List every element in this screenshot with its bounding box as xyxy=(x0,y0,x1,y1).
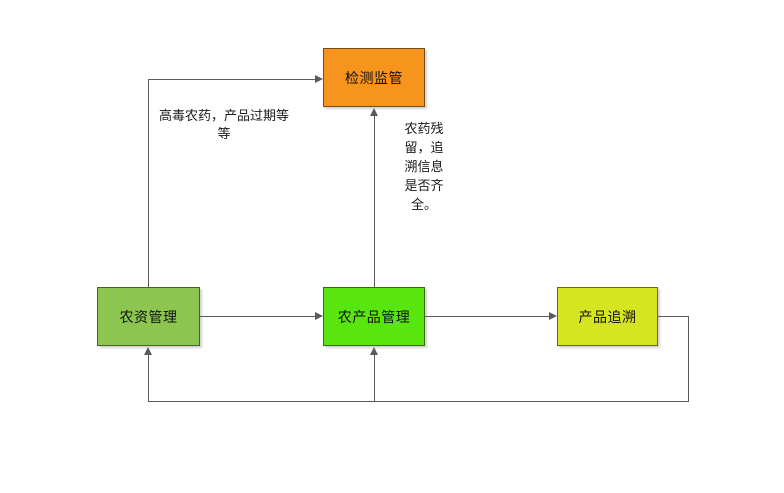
connector-products-to-detection xyxy=(374,115,375,287)
node-detection-supervision-label: 检测监管 xyxy=(345,69,403,86)
connector-loop-bottom-horizontal xyxy=(148,401,689,402)
node-agri-materials-management-label: 农资管理 xyxy=(119,308,178,325)
node-agri-materials-management: 农资管理 xyxy=(97,287,200,346)
arrowhead-into-materials-bottom xyxy=(144,347,152,355)
node-product-traceability-label: 产品追溯 xyxy=(578,308,637,325)
arrowhead-into-traceability-left xyxy=(549,312,557,320)
connector-materials-to-detection-horizontal xyxy=(148,79,316,80)
annotation-toxic-pesticides: 高毒农药，产品过期等等 xyxy=(158,108,289,141)
node-detection-supervision: 检测监管 xyxy=(323,48,425,107)
node-product-traceability: 产品追溯 xyxy=(557,287,658,346)
connector-traceability-exit-horizontal xyxy=(658,316,689,317)
arrowhead-into-products-left xyxy=(315,312,323,320)
arrowhead-into-detection-left xyxy=(315,75,323,83)
node-agri-products-management: 农产品管理 xyxy=(323,287,425,346)
annotation-pesticide-residue: 农药残留，追溯信息是否齐全。 xyxy=(404,121,444,212)
arrowhead-into-detection-bottom xyxy=(370,108,378,116)
connector-products-to-traceability xyxy=(425,316,550,317)
node-agri-products-management-label: 农产品管理 xyxy=(337,308,411,325)
connector-loop-right-vertical xyxy=(688,316,689,402)
arrowhead-into-products-bottom xyxy=(370,347,378,355)
connector-materials-to-detection-vertical xyxy=(148,79,149,287)
connector-loop-to-materials-vertical xyxy=(148,354,149,402)
connector-materials-to-products xyxy=(200,316,316,317)
connector-loop-to-products-vertical xyxy=(374,354,375,402)
